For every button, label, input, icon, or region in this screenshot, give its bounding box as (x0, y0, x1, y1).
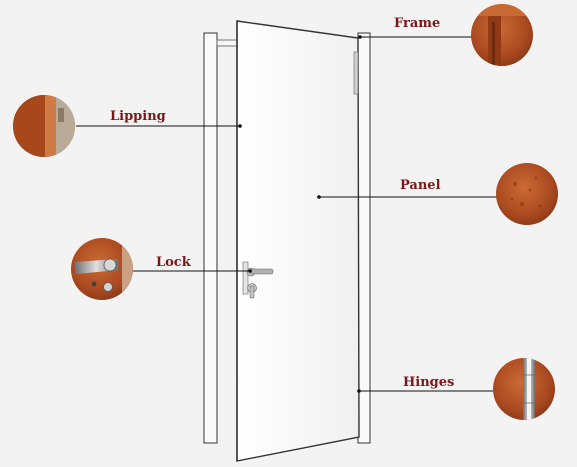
leader-lines (76, 36, 497, 392)
hinges-detail-image (493, 358, 555, 420)
lipping-label: Lipping (110, 109, 166, 124)
lipping-detail-image (13, 95, 75, 157)
hinges-label: Hinges (403, 375, 455, 390)
frame-detail-image (471, 4, 533, 66)
lock-label: Lock (156, 255, 191, 270)
door-frame (203, 32, 371, 444)
lock-detail-image (71, 238, 133, 300)
leader-dots (238, 35, 362, 393)
panel-label: Panel (400, 178, 441, 193)
panel-detail-image (496, 163, 558, 225)
door-panel (236, 20, 360, 462)
frame-label: Frame (394, 16, 441, 31)
door-handle (242, 261, 274, 299)
